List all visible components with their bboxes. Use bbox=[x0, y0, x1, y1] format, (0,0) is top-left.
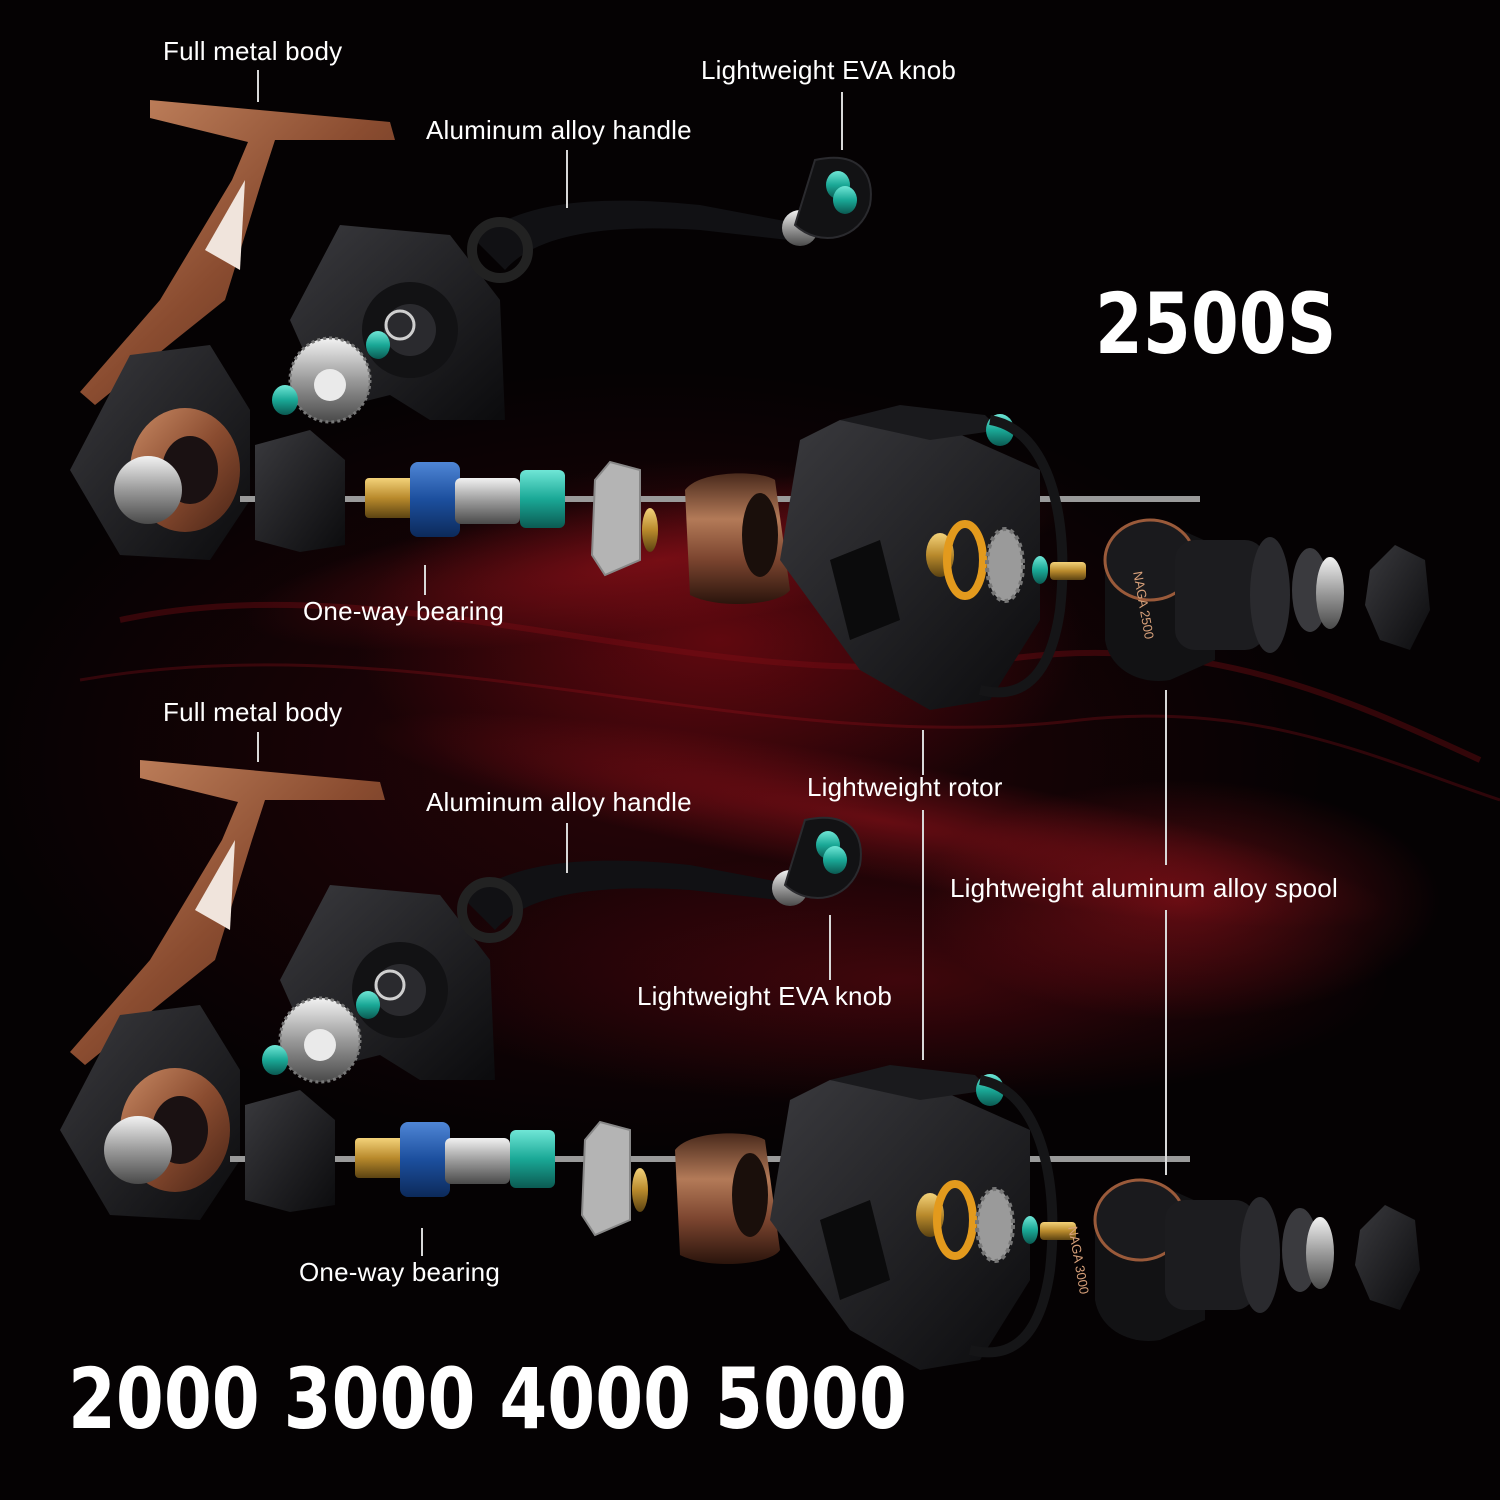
leader-line-top-bearing bbox=[424, 565, 426, 595]
callout-top-one-way-bearing: One-way bearing bbox=[303, 596, 504, 626]
leader-line-bottom-spool bbox=[1165, 910, 1167, 1175]
callout-bottom-eva-knob: Lightweight EVA knob bbox=[637, 981, 893, 1011]
model-label-bottom: 2000 3000 4000 5000 bbox=[68, 1350, 907, 1448]
callout-bottom-handle: Aluminum alloy handle bbox=[426, 787, 692, 817]
callout-top-handle: Aluminum alloy handle bbox=[426, 115, 692, 145]
leader-line-top-spool bbox=[1165, 690, 1167, 865]
leader-line-bottom-rotor-upper bbox=[922, 730, 924, 775]
model-label-top: 2500S bbox=[1095, 275, 1337, 373]
leader-line-bottom-rotor-lower bbox=[922, 810, 924, 1060]
leader-line-bottom-eva-knob bbox=[829, 915, 831, 980]
callout-bottom-spool: Lightweight aluminum alloy spool bbox=[950, 873, 1338, 903]
leader-line-bottom-bearing bbox=[421, 1228, 423, 1256]
callout-bottom-full-metal-body: Full metal body bbox=[163, 697, 343, 727]
leader-line-top-eva-knob bbox=[841, 92, 843, 150]
leader-line-top-handle bbox=[566, 150, 568, 208]
leader-line-bottom-handle bbox=[566, 823, 568, 873]
callout-top-full-metal-body: Full metal body bbox=[163, 36, 343, 66]
callout-bottom-one-way-bearing: One-way bearing bbox=[299, 1257, 500, 1287]
callout-bottom-rotor: Lightweight rotor bbox=[807, 772, 1003, 802]
leader-line-top-metal-body bbox=[257, 70, 259, 102]
leader-line-bottom-metal-body bbox=[257, 732, 259, 762]
callout-top-eva-knob: Lightweight EVA knob bbox=[701, 55, 957, 85]
